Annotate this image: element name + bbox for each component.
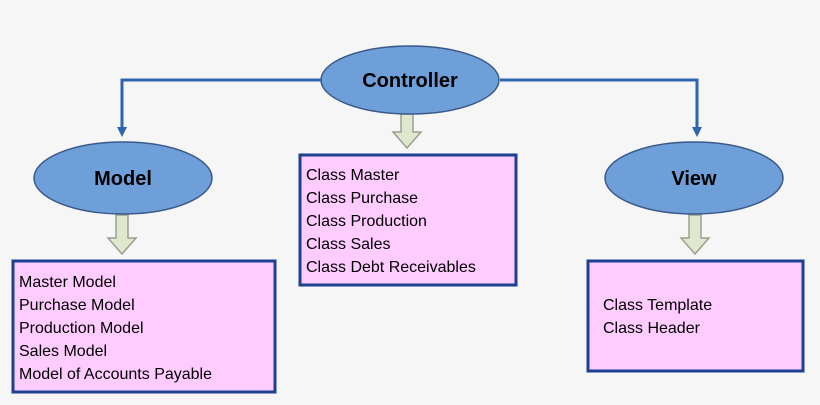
controller-to-model-connector [117, 78, 322, 137]
view-node: View [604, 141, 784, 215]
view-box-line: Class Template [603, 297, 712, 314]
view-box-line: Class Header [603, 320, 701, 337]
controller-down-arrow-icon [391, 113, 423, 150]
model-box-line: Sales Model [19, 343, 107, 360]
model-box-line: Model of Accounts Payable [19, 366, 212, 383]
model-box-line: Master Model [19, 274, 116, 291]
model-label: Model [94, 168, 152, 190]
model-node: Model [33, 141, 213, 215]
controller-box-line: Class Production [306, 213, 427, 230]
controller-classes-box: Class Master Class Purchase Class Produc… [298, 153, 518, 287]
controller-box-line: Class Sales [306, 236, 390, 253]
model-down-arrow-icon [106, 214, 138, 256]
model-box-line: Production Model [19, 320, 144, 337]
controller-box-line: Class Master [306, 167, 400, 184]
controller-box-line: Class Purchase [306, 190, 418, 207]
model-box-line: Purchase Model [19, 297, 135, 314]
view-down-arrow-icon [679, 214, 711, 256]
view-label: View [671, 168, 717, 190]
controller-label: Controller [362, 70, 458, 92]
controller-box-line: Class Debt Receivables [306, 259, 476, 276]
model-classes-box: Master Model Purchase Model Production M… [11, 259, 277, 394]
view-classes-box: Class Template Class Header [586, 259, 805, 373]
controller-node: Controller [320, 45, 500, 115]
controller-to-view-connector [500, 78, 702, 137]
